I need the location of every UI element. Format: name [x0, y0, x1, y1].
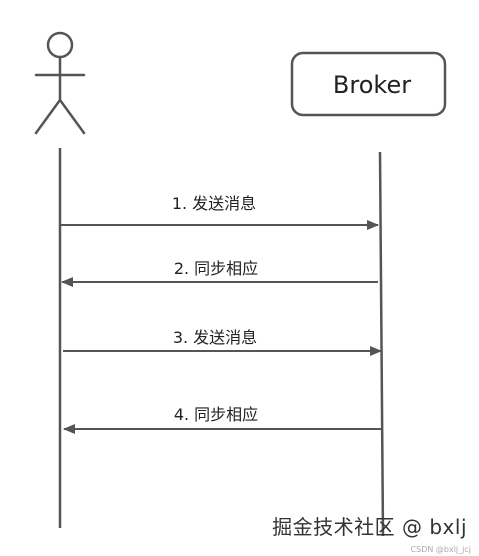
message-3-label: 3. 发送消息: [173, 328, 257, 347]
message-4-label: 4. 同步相应: [174, 405, 258, 424]
message-1-label: 1. 发送消息: [172, 194, 256, 213]
watermark-main: 掘金技术社区 @ bxlj: [272, 515, 467, 539]
broker-participant: Broker: [290, 51, 447, 117]
stick-figure-icon: [34, 31, 86, 135]
broker-lifeline: [378, 151, 385, 537]
watermark-small: CSDN @bxlj_jcj: [410, 545, 471, 554]
broker-label: Broker: [333, 71, 411, 99]
message-2-label: 2. 同步相应: [174, 259, 258, 278]
broker-box: [290, 51, 447, 117]
